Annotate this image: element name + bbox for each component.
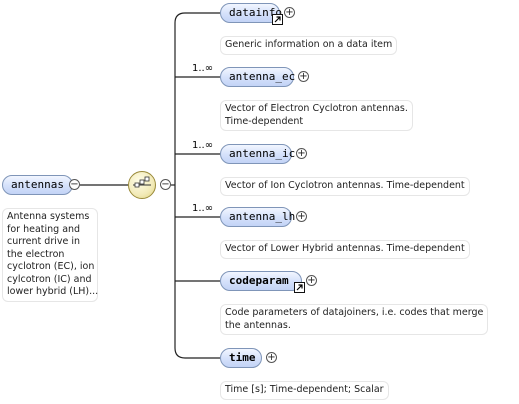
doc-line: Time-dependent bbox=[225, 115, 304, 127]
root-doc-line: current drive in bbox=[7, 236, 81, 247]
element-antenna-ec[interactable]: antenna_ec bbox=[220, 67, 295, 87]
root-doc-line: cyclotron (EC), ion bbox=[7, 261, 95, 272]
expand-icon[interactable]: + bbox=[306, 275, 317, 286]
doc-line: Generic information on a data item bbox=[225, 39, 393, 50]
reference-arrow-icon bbox=[294, 282, 305, 293]
element-codeparam[interactable]: codeparam bbox=[220, 271, 302, 291]
sequence-compositor-icon[interactable] bbox=[128, 171, 156, 199]
collapse-root-icon[interactable]: − bbox=[69, 179, 80, 190]
doc-line: the antennas. bbox=[225, 319, 291, 331]
reference-arrow-icon bbox=[272, 14, 283, 25]
element-documentation: Time [s]; Time-dependent; Scalar bbox=[220, 381, 389, 400]
element-antenna-lh[interactable]: antenna_lh bbox=[220, 207, 295, 227]
doc-line: Time [s]; Time-dependent; Scalar bbox=[225, 384, 384, 395]
expand-icon[interactable]: + bbox=[266, 352, 277, 363]
root-element-antennas[interactable]: antennas bbox=[2, 175, 73, 195]
element-documentation: Code parameters of datajoiners, i.e. cod… bbox=[220, 304, 489, 335]
element-antenna-ic[interactable]: antenna_ic bbox=[220, 144, 295, 164]
collapse-sequence-icon[interactable]: − bbox=[160, 179, 171, 190]
element-documentation: Vector of Lower Hybrid antennas. Time-de… bbox=[220, 240, 470, 259]
expand-icon[interactable]: + bbox=[296, 211, 307, 222]
expand-icon[interactable]: + bbox=[298, 71, 309, 82]
element-datainfo[interactable]: datainfo bbox=[220, 3, 282, 23]
doc-line: Code parameters of datajoiners, i.e. cod… bbox=[225, 307, 484, 318]
root-doc-line: the electron bbox=[7, 248, 65, 260]
expand-icon[interactable]: + bbox=[284, 7, 295, 18]
element-time[interactable]: time bbox=[220, 348, 262, 368]
root-doc-line: Antenna systems bbox=[7, 211, 90, 222]
trunk-line bbox=[174, 12, 186, 359]
root-doc-line: cylcotron (IC) and bbox=[7, 273, 92, 285]
element-documentation: Generic information on a data item bbox=[220, 36, 398, 55]
doc-line: Vector of Ion Cyclotron antennas. Time-d… bbox=[225, 180, 465, 191]
root-doc-line: for heating and bbox=[7, 223, 81, 235]
expand-icon[interactable]: + bbox=[296, 148, 307, 159]
element-documentation: Vector of Ion Cyclotron antennas. Time-d… bbox=[220, 177, 470, 196]
element-documentation: Vector of Electron Cyclotron antennas.Ti… bbox=[220, 100, 413, 131]
multiplicity-label: 1..∞ bbox=[192, 140, 214, 151]
multiplicity-label: 1..∞ bbox=[192, 203, 214, 214]
doc-line: Vector of Electron Cyclotron antennas. bbox=[225, 103, 408, 114]
multiplicity-label: 1..∞ bbox=[192, 63, 214, 74]
doc-line: Vector of Lower Hybrid antennas. Time-de… bbox=[225, 243, 465, 254]
root-doc-line: lower hybrid (LH)... bbox=[7, 286, 99, 297]
